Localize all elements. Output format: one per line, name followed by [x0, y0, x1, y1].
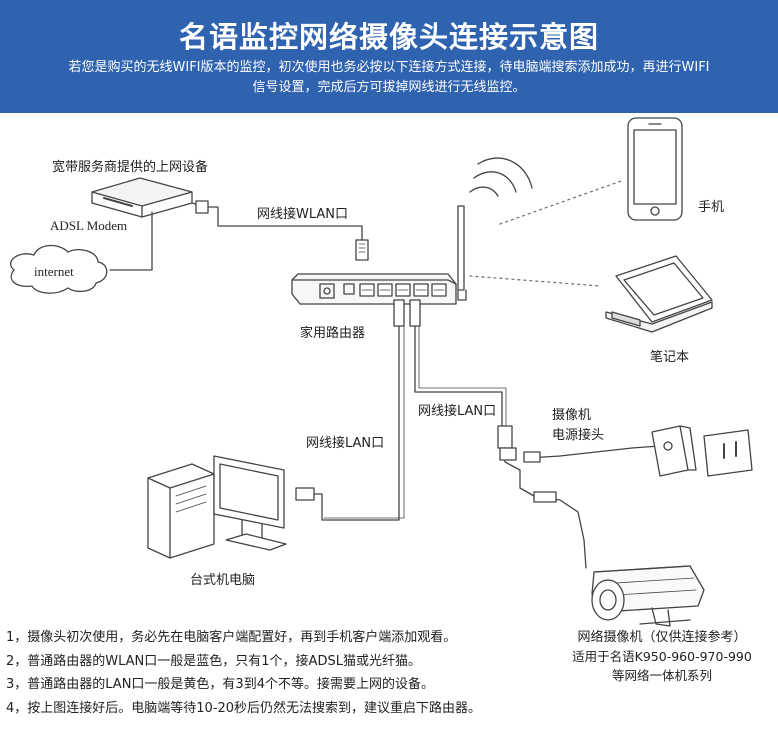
wlan-connector — [355, 239, 369, 261]
router-icon — [291, 205, 467, 305]
label-home-router: 家用路由器 — [300, 326, 366, 341]
header-banner: 名语监控网络摄像头连接示意图 若您是购买的无线WIFI版本的监控，初次使用也务必… — [0, 0, 778, 113]
label-camera-power-1: 摄像机 — [552, 408, 592, 423]
phone-icon — [627, 117, 683, 221]
lan-connector-camera — [409, 299, 421, 327]
desktop-pc-icon — [147, 455, 287, 559]
wireless-link-phone — [499, 179, 625, 225]
label-desktop-pc: 台式机电脑 — [190, 573, 256, 588]
wall-socket-icon — [703, 429, 753, 477]
note-item: 3，普通路由器的LAN口一般是黄色，有3到4个不等。接需要上网的设备。 — [6, 677, 434, 692]
power-adapter-icon — [651, 425, 697, 477]
lan-cable-pc — [313, 325, 400, 521]
page-title: 名语监控网络摄像头连接示意图 — [178, 20, 599, 54]
laptop-icon — [605, 255, 713, 333]
camera-power-cable — [527, 445, 661, 459]
wifi-signal-icon — [469, 157, 533, 197]
page-subtitle: 若您是购买的无线WIFI版本的监控，初次使用也务必按以下连接方式连接，待电脑端搜… — [30, 58, 748, 98]
label-internet: internet — [34, 264, 74, 279]
camera-caption-line-1: 网络摄像机（仅供连接参考） — [577, 630, 747, 645]
wlan-cable — [207, 206, 363, 253]
lan-connector-pc — [393, 299, 405, 327]
label-isp-equipment: 宽带服务商提供的上网设备 — [52, 160, 209, 175]
note-item: 2，普通路由器的WLAN口一般是蓝色，只有1个，接ADSL猫或光纤猫。 — [6, 653, 421, 669]
adsl-modem-icon — [91, 177, 193, 218]
lan-cable-camera — [414, 325, 503, 427]
network-camera-icon — [591, 565, 705, 627]
camera-lan-connector — [497, 425, 513, 449]
pc-connector — [295, 487, 315, 501]
subtitle-line-2: 信号设置，完成后方可拔掉网线进行无线监控。 — [252, 80, 526, 95]
label-laptop: 笔记本 — [650, 350, 690, 365]
label-lan-cable-pc: 网线接LAN口 — [306, 436, 385, 451]
note-item: 4，按上图连接好后。电脑端等待10-20秒后仍然无法搜索到，建议重启下路由器。 — [6, 700, 482, 716]
camera-caption: 网络摄像机（仅供连接参考） 适用于名语K950-960-970-990 等网络一… — [552, 628, 772, 685]
camera-caption-line-3: 等网络一体机系列 — [611, 668, 712, 683]
subtitle-line-1: 若您是购买的无线WIFI版本的监控，初次使用也务必按以下连接方式连接，待电脑端搜… — [68, 60, 710, 75]
note-item: 1，摄像头初次使用，务必先在电脑客户端配置好，再到手机客户端添加观看。 — [6, 630, 457, 645]
internet-cloud-icon — [10, 244, 108, 294]
label-lan-cable-camera: 网线接LAN口 — [418, 404, 497, 419]
camera-caption-line-2: 适用于名语K950-960-970-990 — [572, 649, 752, 664]
wireless-link-laptop — [469, 275, 601, 287]
internet-cable — [109, 211, 153, 271]
label-phone: 手机 — [698, 200, 725, 215]
label-adsl-modem: ADSL Modem — [50, 218, 128, 233]
notes-list: 1，摄像头初次使用，务必先在电脑客户端配置好，再到手机客户端添加观看。 2，普通… — [6, 626, 481, 720]
label-camera-power-2: 电源接头 — [552, 428, 605, 443]
modem-connector — [195, 200, 209, 214]
label-wlan-cable: 网线接WLAN口 — [257, 207, 349, 222]
